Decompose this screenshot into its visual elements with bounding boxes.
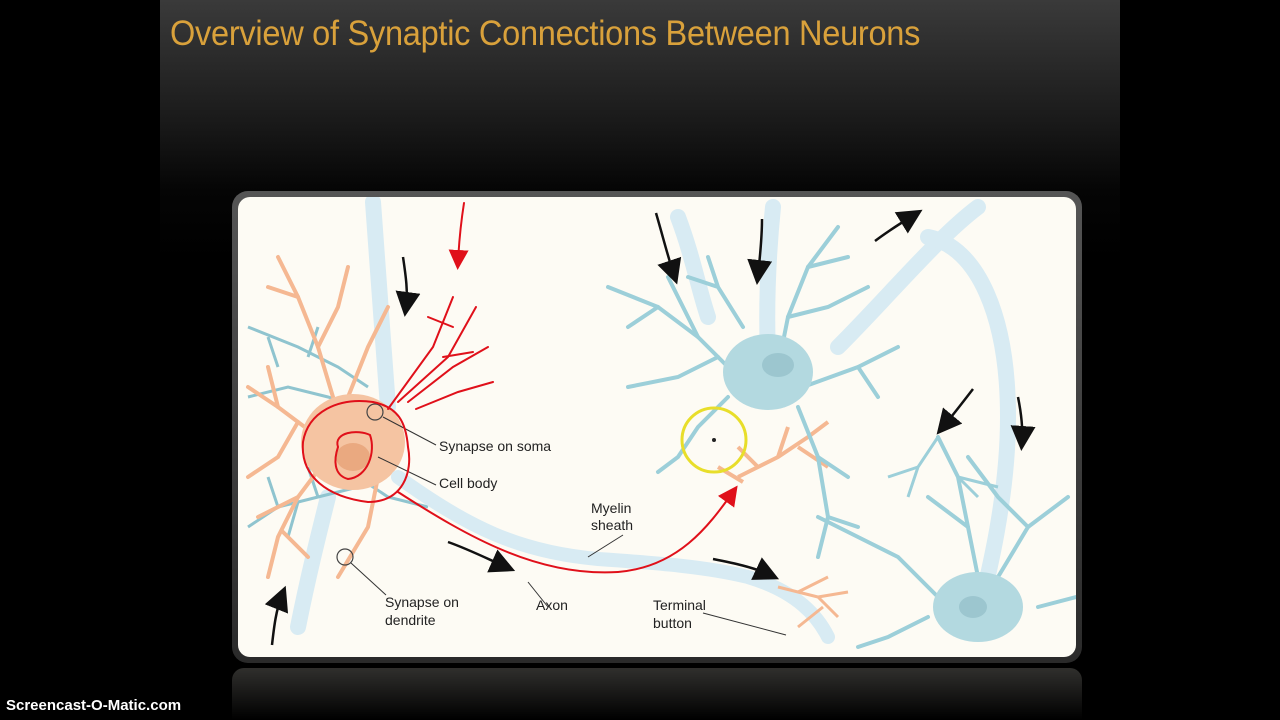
label-cell-body: Cell body [439,475,497,491]
terminal-buttons-bottom [777,575,849,629]
bottom-blue-neuron-dendrites [816,435,1076,649]
red-annotations [301,202,738,574]
label-button: button [653,615,692,631]
label-myelin: Myelin [591,500,631,516]
leader-lines [350,416,787,636]
watermark-text: Screencast-O-Matic.com [6,697,182,714]
label-synapse-on-soma: Synapse on soma [439,438,551,454]
diagram-panel: Synapse on soma Cell body Myelin sheath … [238,197,1076,657]
label-dendrite: dendrite [385,612,436,628]
orange-cell-body [301,394,405,490]
synapse-dendrite-marker [336,548,354,566]
label-axon: Axon [536,597,568,613]
flow-arrows [264,209,1036,646]
orange-nucleus [336,443,370,471]
synapse-soma-marker [366,403,384,421]
diagram-reflection [232,668,1082,720]
terminal-branch-orange [716,420,830,484]
right-dendrites [887,436,999,499]
highlight-circle [680,406,748,474]
top-blue-nucleus [762,353,794,377]
diagram-frame: Synapse on soma Cell body Myelin sheath … [232,191,1082,663]
top-blue-neuron-dendrites [606,225,900,559]
slide-title: Overview of Synaptic Connections Between… [170,14,921,53]
orange-neuron-dendrites [246,255,390,579]
neuron-diagram: Synapse on soma Cell body Myelin sheath … [246,197,1076,649]
cursor-dot [712,438,716,442]
label-sheath: sheath [591,517,633,533]
label-synapse-on: Synapse on [385,594,459,610]
label-terminal: Terminal [653,597,706,613]
bottom-blue-nucleus [959,596,987,618]
